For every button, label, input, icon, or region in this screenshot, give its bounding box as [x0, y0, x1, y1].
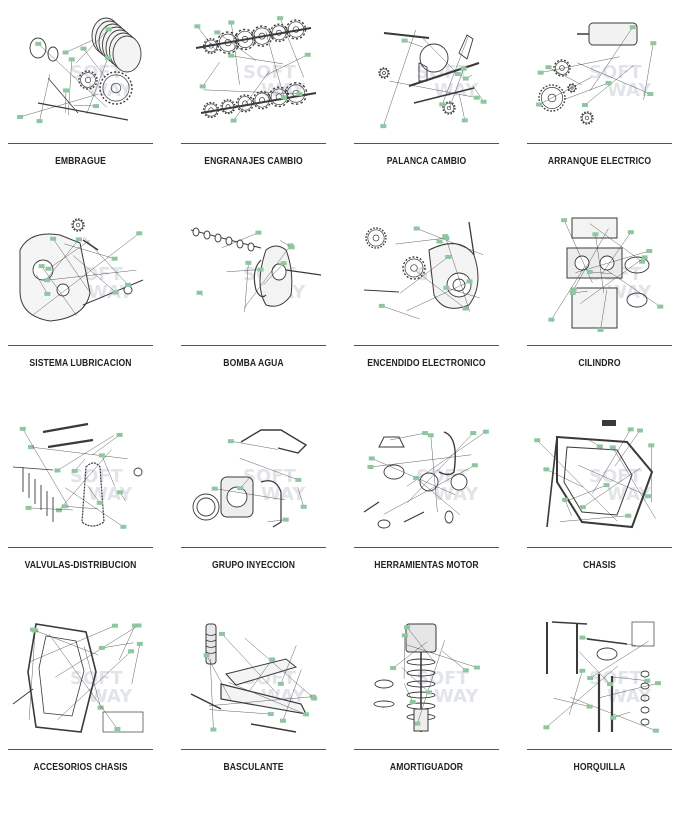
- svg-text:WAY: WAY: [434, 80, 479, 101]
- divider: [8, 749, 153, 750]
- category-label[interactable]: BOMBA AGUA: [191, 358, 316, 369]
- category-label[interactable]: VALVULAS-DISTRIBUCION: [18, 560, 143, 571]
- svg-text:WAY: WAY: [607, 80, 652, 101]
- category-label[interactable]: SISTEMA LUBRICACION: [18, 358, 143, 369]
- category-label[interactable]: ENCENDIDO ELECTRONICO: [364, 358, 489, 369]
- svg-text:WAY: WAY: [88, 686, 133, 707]
- divider: [527, 547, 672, 548]
- svg-text:WAY: WAY: [261, 484, 306, 505]
- divider: [8, 345, 153, 346]
- divider: [527, 749, 672, 750]
- divider: [527, 345, 672, 346]
- category-label[interactable]: CILINDRO: [537, 358, 662, 369]
- category-label[interactable]: ACCESORIOS CHASIS: [18, 762, 143, 773]
- category-label[interactable]: CHASIS: [537, 560, 662, 571]
- divider: [8, 547, 153, 548]
- divider: [354, 143, 499, 144]
- divider: [354, 749, 499, 750]
- divider: [8, 143, 153, 144]
- category-label[interactable]: GRUPO INYECCION: [191, 560, 316, 571]
- category-label[interactable]: ENGRANAJES CAMBIO: [191, 156, 316, 167]
- divider: [181, 143, 326, 144]
- category-label[interactable]: AMORTIGUADOR: [364, 762, 489, 773]
- divider: [181, 345, 326, 346]
- divider: [181, 547, 326, 548]
- category-label[interactable]: EMBRAGUE: [18, 156, 143, 167]
- category-label[interactable]: BASCULANTE: [191, 762, 316, 773]
- divider: [527, 143, 672, 144]
- category-label[interactable]: HERRAMIENTAS MOTOR: [364, 560, 489, 571]
- divider: [181, 749, 326, 750]
- divider: [354, 547, 499, 548]
- svg-text:WAY: WAY: [88, 484, 133, 505]
- category-label[interactable]: PALANCA CAMBIO: [364, 156, 489, 167]
- svg-text:WAY: WAY: [434, 686, 479, 707]
- category-label[interactable]: ARRANQUE ELECTRICO: [537, 156, 662, 167]
- divider: [354, 345, 499, 346]
- category-label[interactable]: HORQUILLA: [537, 762, 662, 773]
